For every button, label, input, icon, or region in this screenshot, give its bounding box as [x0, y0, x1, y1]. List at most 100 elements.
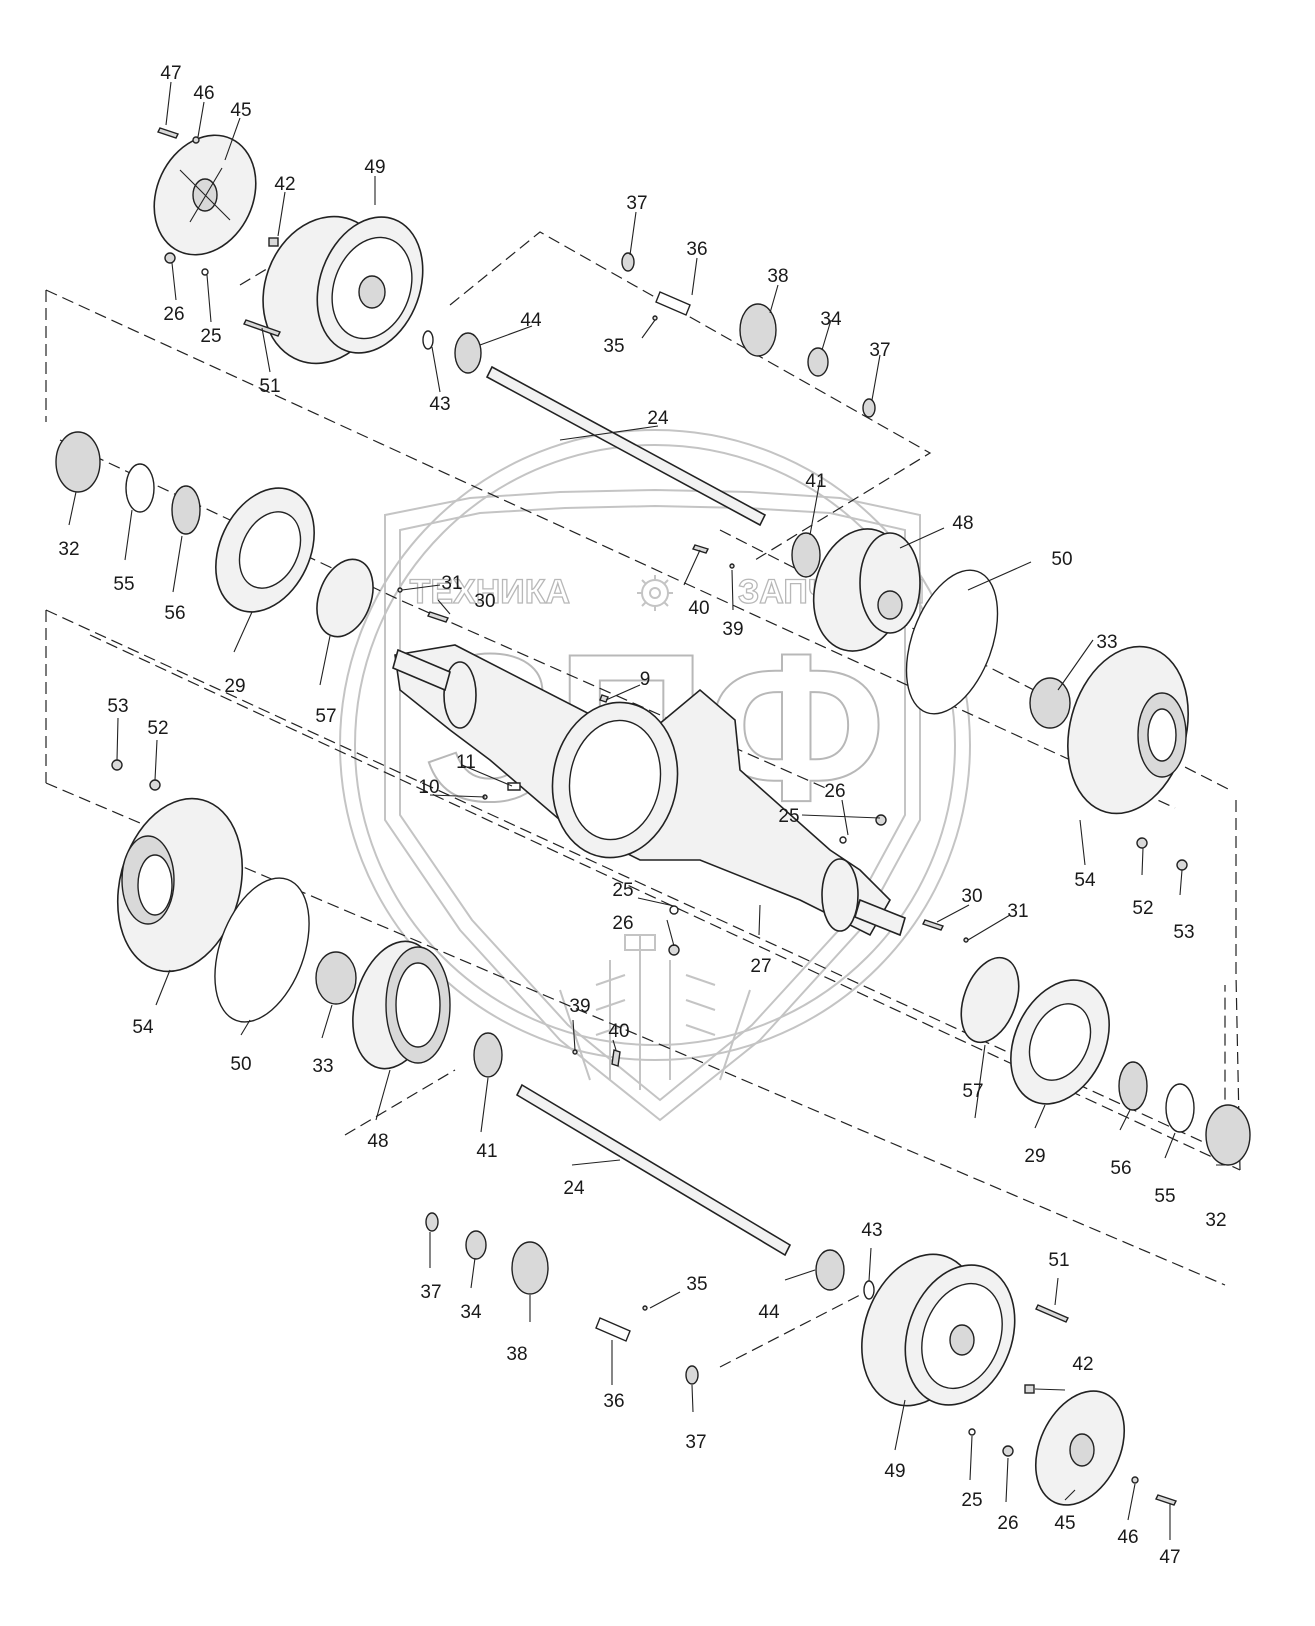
- label-46-bottom: 46: [1117, 1527, 1138, 1548]
- label-37-top: 37: [626, 193, 647, 214]
- ring-gear-48-top: [812, 528, 921, 652]
- washer-31-left: [397, 587, 403, 593]
- gear-44-top: [454, 332, 482, 374]
- seal-32-right: [1205, 1104, 1251, 1166]
- label-25-top: 25: [200, 326, 221, 347]
- label-47-top: 47: [160, 63, 181, 84]
- plate-11: [507, 782, 521, 791]
- label-55-left: 55: [113, 574, 134, 595]
- label-38-bottom: 38: [506, 1344, 527, 1365]
- right-brake-pack: [922, 919, 1251, 1166]
- bolt-40-bottom: [611, 1049, 621, 1067]
- label-33-right: 33: [1096, 632, 1117, 653]
- pin-36-top: [655, 291, 691, 316]
- washer-46-bottom: [1131, 1476, 1139, 1484]
- label-56-left: 56: [164, 603, 185, 624]
- label-30-right: 30: [961, 886, 982, 907]
- label-38-top: 38: [767, 266, 788, 287]
- label-31-left: 31: [441, 573, 462, 594]
- cover-plate-45-top: [153, 134, 257, 256]
- nut-26-bottom: [1002, 1445, 1014, 1457]
- label-55-right: 55: [1154, 1186, 1175, 1207]
- axle-housing-27: [392, 644, 906, 956]
- upper-hub-assembly: [153, 127, 1189, 871]
- hub-54-right: [1067, 645, 1189, 815]
- label-26-top: 26: [163, 304, 184, 325]
- part-number-labels: 47 46 45 42 49 26 25 51 43 37 36 38 35 4…: [58, 63, 1226, 1568]
- nut-52-right: [1136, 837, 1148, 849]
- ring-56-left: [171, 485, 201, 535]
- circlip-55-left: [125, 463, 155, 513]
- label-53-left: 53: [107, 696, 128, 717]
- label-52-left: 52: [147, 718, 168, 739]
- bolt-47-top: [157, 127, 179, 139]
- watermark-wheat: [559, 934, 751, 1090]
- label-43-top: 43: [429, 394, 450, 415]
- label-35-bottom: 35: [686, 1274, 707, 1295]
- planet-gear-38-top: [739, 303, 777, 357]
- label-40-top: 40: [688, 598, 709, 619]
- label-26-mid: 26: [824, 781, 845, 802]
- pin-39-top: [729, 563, 735, 569]
- shaft-24-bottom: [515, 1083, 792, 1257]
- o-ring-50-left: [214, 877, 310, 1023]
- label-37c-bottom: 37: [420, 1282, 441, 1303]
- label-52-right: 52: [1132, 898, 1153, 919]
- gear-icon: [637, 575, 673, 611]
- planet-carrier-49-bottom: [861, 1253, 1016, 1407]
- snap-ring-37b-top: [862, 398, 876, 418]
- nut-52-left: [149, 779, 161, 791]
- cover-plate-45-bottom: [1034, 1390, 1126, 1506]
- snap-ring-37c-bottom: [425, 1212, 439, 1232]
- label-25-mid: 25: [778, 806, 799, 827]
- label-40-bottom: 40: [608, 1021, 629, 1042]
- seal-32-left: [55, 431, 101, 493]
- o-ring-50-top: [905, 569, 999, 715]
- label-41-top: 41: [805, 471, 826, 492]
- label-29-right: 29: [1024, 1146, 1045, 1167]
- label-24-top: 24: [647, 408, 669, 429]
- watermark-shield-inner: [399, 504, 906, 1102]
- label-34-top: 34: [820, 309, 842, 330]
- watermark-ring: [339, 429, 971, 1061]
- ball-35-top: [652, 315, 658, 321]
- label-29-left: 29: [224, 676, 245, 697]
- label-25-bottom: 25: [961, 1490, 982, 1511]
- label-45-top: 45: [230, 100, 251, 121]
- planet-gear-38-bottom: [511, 1241, 549, 1295]
- label-9: 9: [640, 669, 651, 690]
- circlip-55-right: [1165, 1083, 1195, 1133]
- label-41-bottom: 41: [476, 1141, 497, 1162]
- washer-25-bottom: [968, 1428, 976, 1436]
- label-54-right: 54: [1074, 870, 1096, 891]
- ball-35-bottom: [642, 1305, 648, 1311]
- bearing-33-left: [315, 951, 357, 1005]
- nut-26-top: [164, 252, 176, 264]
- label-11: 11: [456, 752, 476, 773]
- washer-25-top: [201, 268, 209, 276]
- label-50-left: 50: [230, 1054, 251, 1075]
- label-42-bottom: 42: [1072, 1354, 1093, 1375]
- label-27: 27: [750, 956, 771, 977]
- label-30-left: 30: [474, 591, 495, 612]
- label-39-top: 39: [722, 619, 743, 640]
- label-25-low: 25: [612, 880, 633, 901]
- label-46-top: 46: [193, 83, 214, 104]
- label-50-top: 50: [1051, 549, 1072, 570]
- brake-disc-29-left-inner: [238, 511, 302, 589]
- friction-plate-57-left: [316, 558, 374, 638]
- needle-bearing-34-bottom: [465, 1230, 487, 1260]
- washer-25-mid: [839, 836, 847, 844]
- bearing-33-top: [1029, 677, 1071, 729]
- nut-42-bottom: [1024, 1384, 1035, 1394]
- bolt-30-left: [427, 611, 449, 623]
- nut-42-top: [268, 237, 279, 247]
- washer-25-low: [669, 905, 679, 915]
- lower-hub-assembly: [111, 759, 1177, 1506]
- nut-53-right: [1176, 859, 1188, 871]
- label-49-top: 49: [364, 157, 385, 178]
- label-10: 10: [418, 777, 439, 798]
- label-47-bottom: 47: [1159, 1547, 1180, 1568]
- label-36-top: 36: [686, 239, 707, 260]
